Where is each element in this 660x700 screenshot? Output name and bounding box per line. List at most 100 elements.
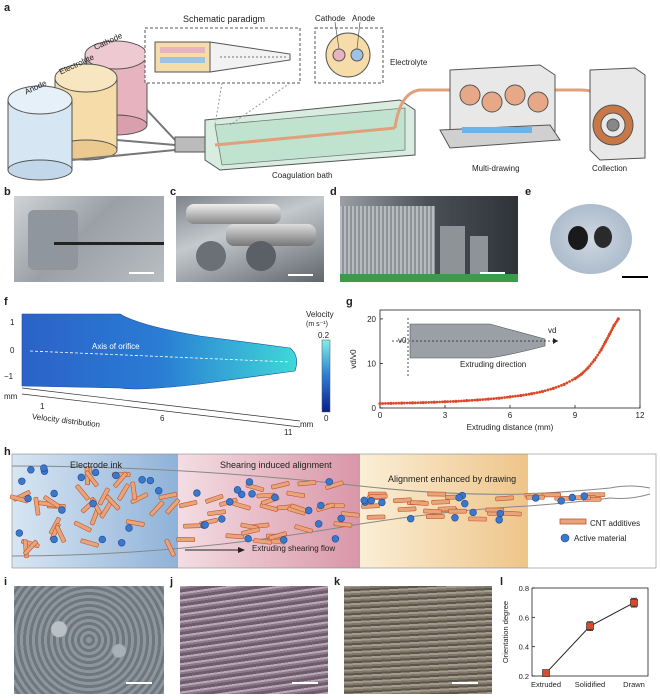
g-data-point (386, 401, 390, 405)
active-particle (557, 497, 565, 505)
active-particle (360, 496, 368, 505)
g-data-point (530, 392, 534, 396)
l-ytick-label: 0.2 (519, 672, 529, 681)
cnt-rod (117, 483, 130, 501)
cnt-rod (468, 516, 487, 522)
active-particle (378, 498, 386, 507)
g-data-point (511, 395, 515, 398)
g-data-point (597, 351, 601, 354)
active-particle (315, 520, 323, 528)
cnt-rod (43, 495, 61, 509)
electrolyte-label: Electrolyte (390, 58, 428, 67)
cnt-rod (393, 497, 412, 504)
active-particle (305, 506, 313, 515)
cnt-rod (426, 514, 445, 519)
g-xtick-label: 9 (573, 411, 578, 420)
cnt-rod (241, 527, 260, 536)
panel-a-schematic (7, 21, 646, 181)
active-particle (495, 516, 503, 524)
g-data-point (611, 326, 615, 330)
cnt-rod (294, 524, 313, 534)
active-particle (15, 529, 24, 537)
cnt-rod (325, 480, 344, 490)
g-data-point (397, 401, 401, 405)
g-data-point (560, 383, 563, 387)
l-data-point (586, 622, 594, 630)
g-data-point (535, 391, 539, 395)
active-particle (226, 498, 234, 506)
g-data-point (497, 396, 501, 400)
active-particle (244, 534, 252, 543)
active-particle (271, 493, 279, 501)
g-data-point (584, 368, 588, 371)
g-data-point (432, 400, 436, 404)
g-data-point (413, 401, 417, 405)
g-ytick-label: 20 (367, 315, 376, 324)
active-particle (248, 490, 256, 498)
f-mm-left: mm (4, 392, 18, 401)
g-data-point (538, 390, 542, 394)
velocity-colorbar (321, 339, 331, 413)
g-data-point (462, 399, 466, 403)
cnt-rod (178, 500, 198, 509)
cnt-rod (271, 481, 290, 490)
cnt-rod (427, 491, 447, 497)
g-data-point (594, 356, 598, 359)
cnt-rod (183, 523, 202, 529)
nozzle-shape (21, 313, 297, 390)
active-particle (337, 514, 345, 523)
g-data-point (516, 394, 520, 398)
active-particle (455, 494, 463, 502)
active-particle (89, 499, 97, 508)
f-velocity-unit: (m s⁻¹) (306, 321, 328, 328)
active-particle (117, 539, 126, 547)
cnt-rod (54, 524, 67, 543)
cnt-rod (286, 490, 306, 499)
cross-section-inset (314, 21, 384, 84)
f-ytick-3: −1 (4, 372, 14, 381)
schematic-inset (144, 27, 301, 126)
g-data-point (610, 328, 614, 332)
g-data-point (465, 399, 469, 403)
g-data-point (596, 353, 600, 357)
legend-active-swatch (560, 533, 570, 543)
g-data-point (394, 401, 398, 405)
g-data-point (446, 400, 450, 404)
coagulation-bath (204, 99, 416, 171)
f-axis-label: Axis of orifice (92, 342, 140, 351)
active-particle (406, 514, 415, 523)
g-data-point (557, 384, 561, 388)
l-ytick-label: 0.4 (519, 643, 529, 652)
active-particle (325, 478, 333, 486)
cnt-rod (75, 484, 90, 501)
g-data-point (478, 398, 482, 402)
active-particle (580, 492, 588, 500)
g-data-point (519, 393, 523, 398)
g-data-point (532, 391, 536, 395)
active-particle (568, 493, 576, 502)
cnt-rod (33, 496, 41, 516)
g-data-point (424, 401, 428, 404)
cnt-rod (423, 508, 442, 515)
g-xtick-label: 3 (443, 411, 448, 420)
g-data-point (454, 399, 458, 403)
cnt-rod (80, 538, 99, 548)
sem-solidified (180, 586, 328, 694)
l-plot-frame (531, 587, 649, 677)
l-ytick-label: 0.8 (519, 584, 529, 593)
g-data-point (419, 401, 423, 405)
cnt-rod (397, 506, 417, 512)
g-data-point (609, 330, 613, 334)
g-data-point (438, 400, 441, 404)
g-data-point (459, 399, 463, 403)
g-data-point (503, 396, 506, 399)
g-data-point (615, 319, 619, 322)
g-ytick-label: 10 (367, 359, 376, 368)
g-data-point (522, 393, 525, 397)
active-particle (451, 514, 459, 522)
active-particle (27, 466, 35, 474)
active-particle (77, 473, 86, 482)
g-data-point (457, 399, 460, 403)
coagulation-bath-label: Coagulation bath (272, 171, 333, 180)
